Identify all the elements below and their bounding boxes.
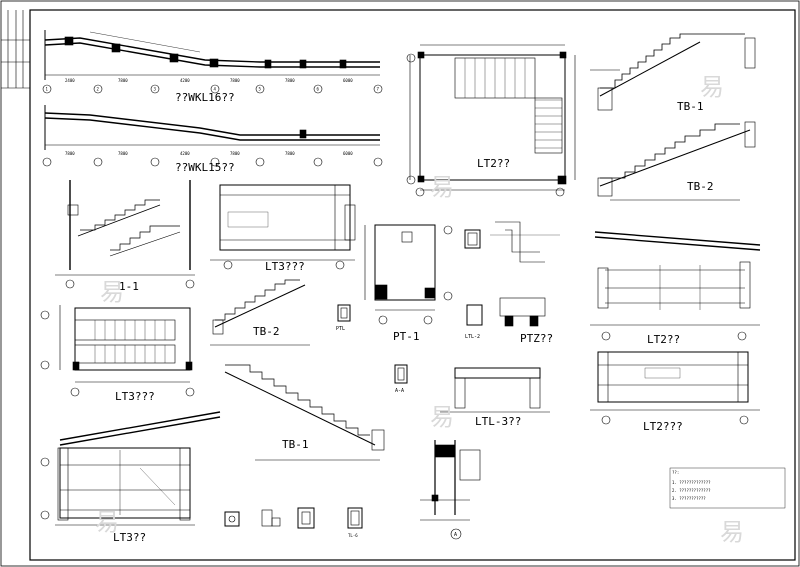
span2-dim-1: 7800 <box>65 151 75 156</box>
svg-text:易: 易 <box>430 403 454 431</box>
wkl16-elevation <box>44 30 380 80</box>
axis-5: 5 <box>259 87 262 92</box>
span2-dim-3: 4200 <box>180 151 190 156</box>
wkl15-title: ??WKL15?? <box>175 161 235 174</box>
ptz-title: PTZ?? <box>520 332 553 345</box>
aa-section <box>394 364 408 384</box>
wall-detail: A <box>420 440 481 540</box>
aa-title: A-A <box>395 388 404 394</box>
ptz-detail <box>490 221 560 327</box>
tl6-title: TL-6 <box>348 533 358 538</box>
svg-text:易: 易 <box>95 508 119 536</box>
title-strip <box>1 10 30 89</box>
lt2-plan-top <box>406 44 576 197</box>
lt3-left-title: LT3??? <box>115 390 155 403</box>
tb1-top-title: TB-1 <box>677 100 704 113</box>
svg-text:易: 易 <box>430 173 454 201</box>
span-dim-5: 7800 <box>285 78 295 83</box>
axis-1: 1 <box>46 87 49 92</box>
lt2-right-title-1: LT2?? <box>647 333 680 346</box>
wkl16-title: ??WKL16?? <box>175 91 235 104</box>
ptl-title: PTL <box>336 326 345 332</box>
lt2-right-section-1 <box>590 231 761 341</box>
tb1-mid-title: TB-1 <box>282 438 309 451</box>
axis-2: 2 <box>97 87 100 92</box>
notes-heading: ??: <box>672 470 679 475</box>
ptl-section <box>337 304 351 322</box>
span-dim-6: 6000 <box>343 78 353 83</box>
ltl2-title: LTL-2 <box>465 334 480 340</box>
ltl3-title: LTL-3?? <box>475 415 521 428</box>
svg-text:易: 易 <box>700 73 724 101</box>
lt3-middle-drawing <box>210 184 356 270</box>
lt3-middle-title: LT3??? <box>265 260 305 273</box>
tb2-right-title: TB-2 <box>687 180 714 193</box>
tb2-section-right <box>597 121 756 201</box>
section-1-1-title: 1-1 <box>119 280 139 293</box>
lt3-bottom-section <box>40 411 221 526</box>
span-dim-1: 2400 <box>65 78 75 83</box>
lt2-right-title-2: LT2??? <box>643 420 683 433</box>
axis-7: 7 <box>377 87 380 92</box>
span-dim-2: 7800 <box>118 78 128 83</box>
axis-6: 6 <box>317 87 320 92</box>
span2-dim-5: 7800 <box>285 151 295 156</box>
lt2-right-section-2 <box>590 351 760 425</box>
drawing-frame <box>29 9 796 561</box>
ltl2-section <box>464 229 483 326</box>
pt1-title: PT-1 <box>393 330 420 343</box>
pt1-plan <box>364 224 453 325</box>
tb2-section-mid <box>210 279 310 346</box>
watermark: 易 易 易 易 易 易 <box>95 73 744 546</box>
svg-text:易: 易 <box>720 518 744 546</box>
ltl3-elevation <box>440 367 550 413</box>
span-dim-3: 4200 <box>180 78 190 83</box>
tb1-section-top <box>590 33 756 111</box>
axis-4: 4 <box>214 87 217 92</box>
notes-line-1: 1. ????????????? <box>672 480 711 485</box>
axis-a-label: A <box>454 532 457 538</box>
tb2-mid-title: TB-2 <box>253 325 280 338</box>
wkl15-elevation <box>44 105 380 150</box>
notes-box <box>669 467 786 509</box>
lt3-bottom-title: LT3?? <box>113 531 146 544</box>
wkl16-axis-row <box>42 84 383 94</box>
notes-line-2: 2. ????????????? <box>672 488 711 493</box>
span2-dim-6: 6000 <box>343 151 353 156</box>
lt3-left-plan <box>40 305 195 397</box>
span2-dim-4: 7800 <box>230 151 240 156</box>
span2-dim-2: 7800 <box>118 151 128 156</box>
wkl15-axis-row <box>42 157 383 167</box>
section-1-1 <box>55 180 195 289</box>
axis-3: 3 <box>154 87 157 92</box>
notes-line-3: 3. ??????????? <box>672 496 706 501</box>
tb1-section-mid <box>224 364 385 461</box>
span-dim-4: 7800 <box>230 78 240 83</box>
beam-sections <box>224 507 363 529</box>
lt2-plan-top-title: LT2?? <box>477 157 510 170</box>
svg-text:易: 易 <box>100 278 124 306</box>
